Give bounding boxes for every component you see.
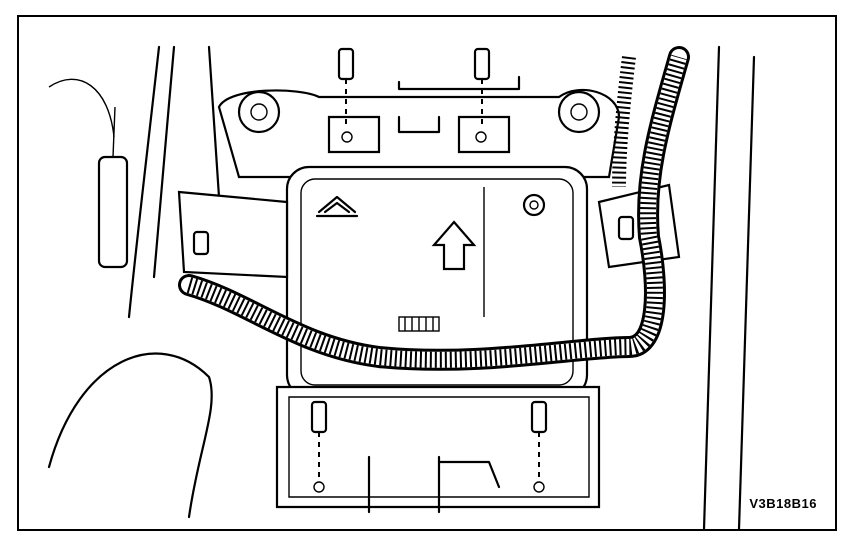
mounting-bracket-bottom (275, 385, 601, 514)
airbag-control-module (285, 165, 589, 399)
figure-code: V3B18B16 (749, 496, 817, 511)
bottom-bolts (310, 400, 548, 482)
wiring-harness (178, 46, 690, 371)
diagram-frame: V3B18B16 (17, 15, 837, 531)
module-connector (398, 316, 440, 332)
up-arrow-icon (431, 220, 477, 271)
top-bolts (337, 47, 491, 129)
body-panel-lines (47, 45, 756, 529)
left-connector (97, 106, 129, 269)
airbag-module-diagram (47, 45, 756, 529)
mounting-bracket-top (217, 75, 621, 179)
manufacturer-logo-icon (315, 195, 359, 218)
